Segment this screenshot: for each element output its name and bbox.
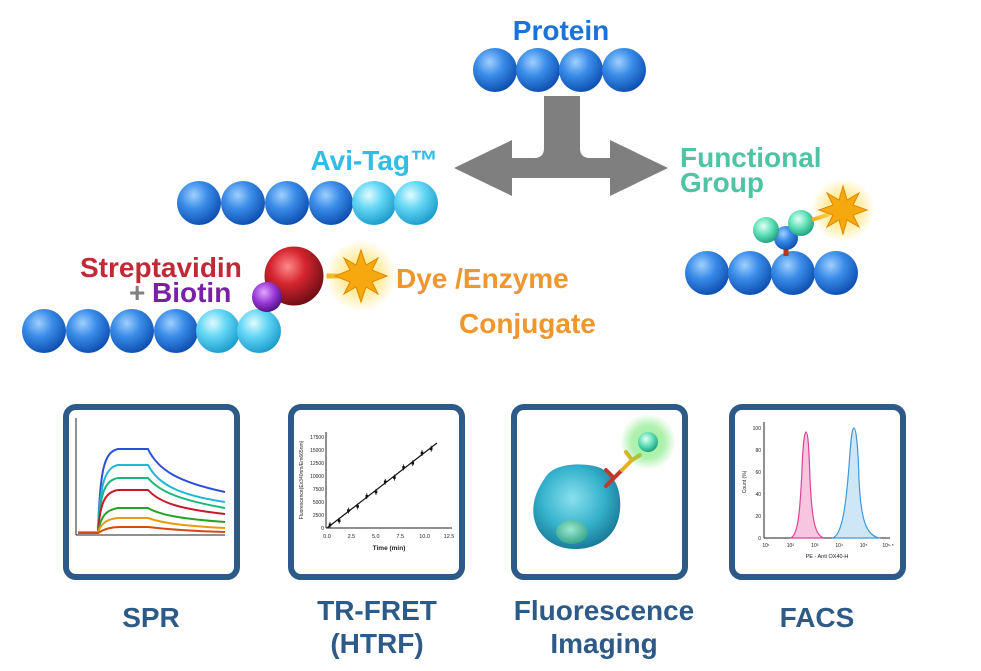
dye-star-icon (325, 240, 397, 312)
trfret-point (374, 490, 378, 494)
trfret-x-tick: 10.0 (419, 534, 430, 540)
trfret-y-tick: 12500 (310, 461, 324, 467)
trfret-point (328, 523, 332, 527)
biotin-sphere (252, 282, 282, 312)
trfret-point (347, 509, 350, 512)
trfret-x-tick: 5.0 (372, 534, 380, 540)
facs-x-tick-labels: 10¹ 10² 10³ 10⁴ 10⁵ 10⁶·⁵ (762, 543, 893, 549)
trfret-panel: 0 2500 5000 7500 10000 12500 15000 17500 0.0 2.5… (288, 404, 465, 580)
trfret-y-tick: 2500 (313, 513, 324, 519)
cell-nucleus (556, 520, 588, 544)
trfret-y-tick: 7500 (313, 487, 324, 493)
trfret-data-points (328, 445, 433, 528)
trfret-point (365, 494, 369, 498)
trfret-x-tick-labels: 0.0 2.5 5.0 7.5 10.0 12.5 (323, 534, 454, 540)
facs-x-tick: 10¹ (762, 543, 770, 549)
facs-x-tick: 10⁶·⁵ (882, 543, 893, 549)
application-labels: SPR TR-FRET (HTRF) Fluorescence Imaging … (122, 595, 854, 659)
conjugate-label: Conjugate (459, 308, 596, 339)
group-label: Group (680, 167, 764, 198)
functional-ball-right (788, 210, 814, 236)
fluor-bead (638, 432, 658, 452)
facs-x-tick: 10⁴ (835, 543, 843, 549)
avi-tag-label: Avi-Tag™ (310, 145, 438, 176)
facs-y-tick: 20 (755, 514, 761, 520)
plus-sign: + (129, 277, 145, 308)
facs-y-tick: 100 (753, 426, 762, 432)
facs-xlabel: PE - Anti OX40-H (806, 554, 849, 560)
trfret-point (402, 466, 405, 469)
biotin-label: Biotin (152, 277, 231, 308)
trfret-point (356, 505, 359, 508)
avi-tag-chain (177, 181, 438, 225)
facs-histogram-pink (789, 431, 825, 539)
facs-histogram-blue (831, 427, 881, 539)
app-label-imaging-line2: Imaging (550, 628, 657, 659)
facs-y-tick: 60 (755, 470, 761, 476)
trfret-point (411, 461, 415, 465)
spr-panel (63, 404, 240, 580)
streptavidin-label: Streptavidin (80, 252, 242, 283)
trfret-ylabel: Fluorescence(Ex340nm/Em665nm) (299, 440, 305, 519)
trfret-point (337, 519, 341, 523)
dye-enzyme-label: Dye /Enzyme (396, 263, 569, 294)
app-label-facs: FACS (780, 602, 855, 633)
facs-ylabel: Count (%) (742, 470, 748, 493)
protein-chain-top (473, 48, 646, 92)
facs-y-tick-labels: 0 20 40 60 80 100 (753, 426, 762, 542)
functional-ball-left (753, 217, 779, 243)
trfret-y-tick-labels: 0 2500 5000 7500 10000 12500 15000 17500 (310, 435, 324, 532)
app-label-spr: SPR (122, 602, 180, 633)
facs-x-tick: 10³ (811, 543, 819, 549)
functional-chain (685, 251, 858, 295)
facs-x-tick: 10² (787, 543, 795, 549)
conjugate-chain (22, 309, 281, 353)
trfret-fit-line (326, 442, 438, 529)
functional-star-icon (811, 178, 875, 242)
trfret-x-tick: 12.5 (444, 534, 455, 540)
trfret-xlabel: Time (min) (373, 545, 406, 552)
spr-sensorgram (75, 418, 226, 536)
trfret-x-tick: 7.5 (396, 534, 404, 540)
facs-panel: 0 20 40 60 80 100 10¹ 10² 10³ 10⁴ 10⁵ 10⁶·⁵ Count … (729, 404, 906, 580)
trfret-point (420, 451, 424, 455)
imaging-panel (511, 404, 688, 580)
trfret-y-tick: 0 (321, 526, 324, 532)
functional-label: Functional (680, 142, 822, 173)
cell-body (533, 464, 621, 550)
protein-label: Protein (513, 15, 609, 46)
app-label-imaging-line1: Fluorescence (514, 595, 695, 626)
facs-y-tick: 40 (755, 492, 761, 498)
trfret-point (383, 480, 387, 484)
facs-y-tick: 80 (755, 448, 761, 454)
trfret-y-tick: 10000 (310, 474, 324, 480)
facs-x-tick: 10⁵ (860, 543, 868, 549)
trfret-y-tick: 5000 (313, 500, 324, 506)
trfret-y-tick: 17500 (310, 435, 324, 441)
split-arrow (454, 96, 668, 196)
trfret-y-tick: 15000 (310, 448, 324, 454)
facs-y-tick: 0 (758, 536, 761, 542)
trfret-x-tick: 2.5 (348, 534, 356, 540)
trfret-point (429, 447, 433, 451)
trfret-x-tick: 0.0 (323, 534, 331, 540)
trfret-point (393, 476, 396, 479)
app-label-trfret-line2: (HTRF) (330, 628, 423, 659)
app-label-trfret-line1: TR-FRET (317, 595, 437, 626)
